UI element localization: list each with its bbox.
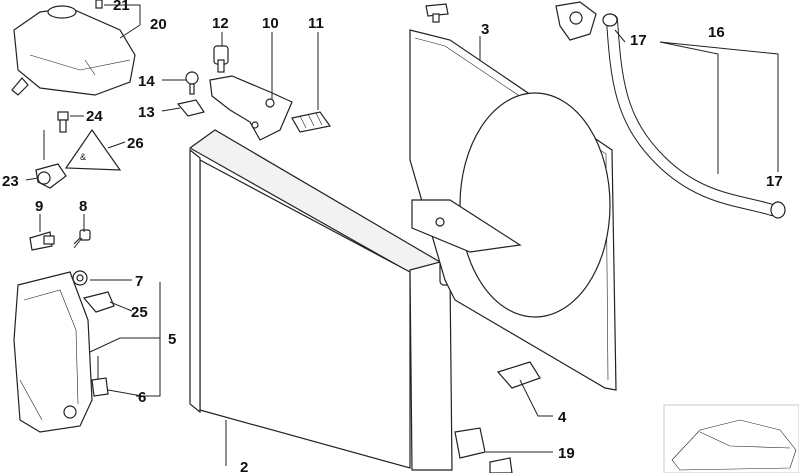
mount-19 — [454, 427, 513, 473]
callout-25: 25 — [131, 304, 148, 321]
svg-text:&: & — [80, 152, 86, 162]
expansion-tank — [11, 5, 136, 96]
leader-lines — [25, 4, 779, 466]
callout-11: 11 — [308, 15, 324, 32]
side-air-duct-5 — [13, 271, 93, 433]
connector-11 — [291, 111, 332, 133]
callout-10: 10 — [262, 15, 279, 32]
level-sensor-23 — [35, 130, 67, 189]
callout-23: 23 — [2, 173, 19, 190]
callout-17-right: 17 — [766, 173, 783, 190]
seal-7 — [72, 270, 88, 286]
bracket-4 — [496, 361, 541, 389]
callout-5: 5 — [168, 331, 176, 348]
callout-16: 16 — [708, 24, 725, 41]
clip-25 — [82, 291, 115, 313]
radiator-2 — [188, 129, 457, 471]
thermostat-housing — [555, 1, 597, 41]
screw-14 — [185, 71, 199, 95]
callout-6: 6 — [138, 389, 146, 406]
fan-shroud-3 — [409, 29, 617, 391]
callout-12: 12 — [212, 15, 229, 32]
callout-2: 2 — [240, 459, 248, 473]
callout-9: 9 — [35, 198, 43, 215]
screw-24 — [57, 111, 69, 133]
caution-triangle-icon: & — [64, 128, 122, 171]
bracket-10 — [209, 75, 293, 141]
callout-24: 24 — [86, 108, 103, 125]
callout-20: 20 — [150, 16, 167, 33]
callout-21: 21 — [113, 0, 130, 14]
callout-19: 19 — [558, 445, 575, 462]
callout-8: 8 — [79, 198, 87, 215]
callout-26: 26 — [127, 135, 144, 152]
callout-3: 3 — [481, 21, 489, 38]
callout-4: 4 — [558, 409, 567, 426]
callout-17-top: 17 — [630, 32, 647, 49]
bracket-6 — [91, 356, 109, 397]
screw-8 — [73, 229, 91, 249]
callout-labels: 21 20 12 10 11 3 16 17 14 13 24 26 23 17… — [2, 0, 783, 473]
bleed-valve — [425, 3, 449, 23]
grommet-12 — [213, 45, 229, 73]
callout-13: 13 — [138, 104, 155, 121]
coolant-hose-16 — [602, 13, 786, 219]
screw-21 — [95, 0, 103, 9]
vehicle-location-inset — [663, 404, 799, 473]
callout-7: 7 — [135, 273, 143, 290]
clip-13 — [176, 99, 205, 117]
rivet-9 — [29, 231, 55, 251]
callout-14: 14 — [138, 73, 155, 90]
